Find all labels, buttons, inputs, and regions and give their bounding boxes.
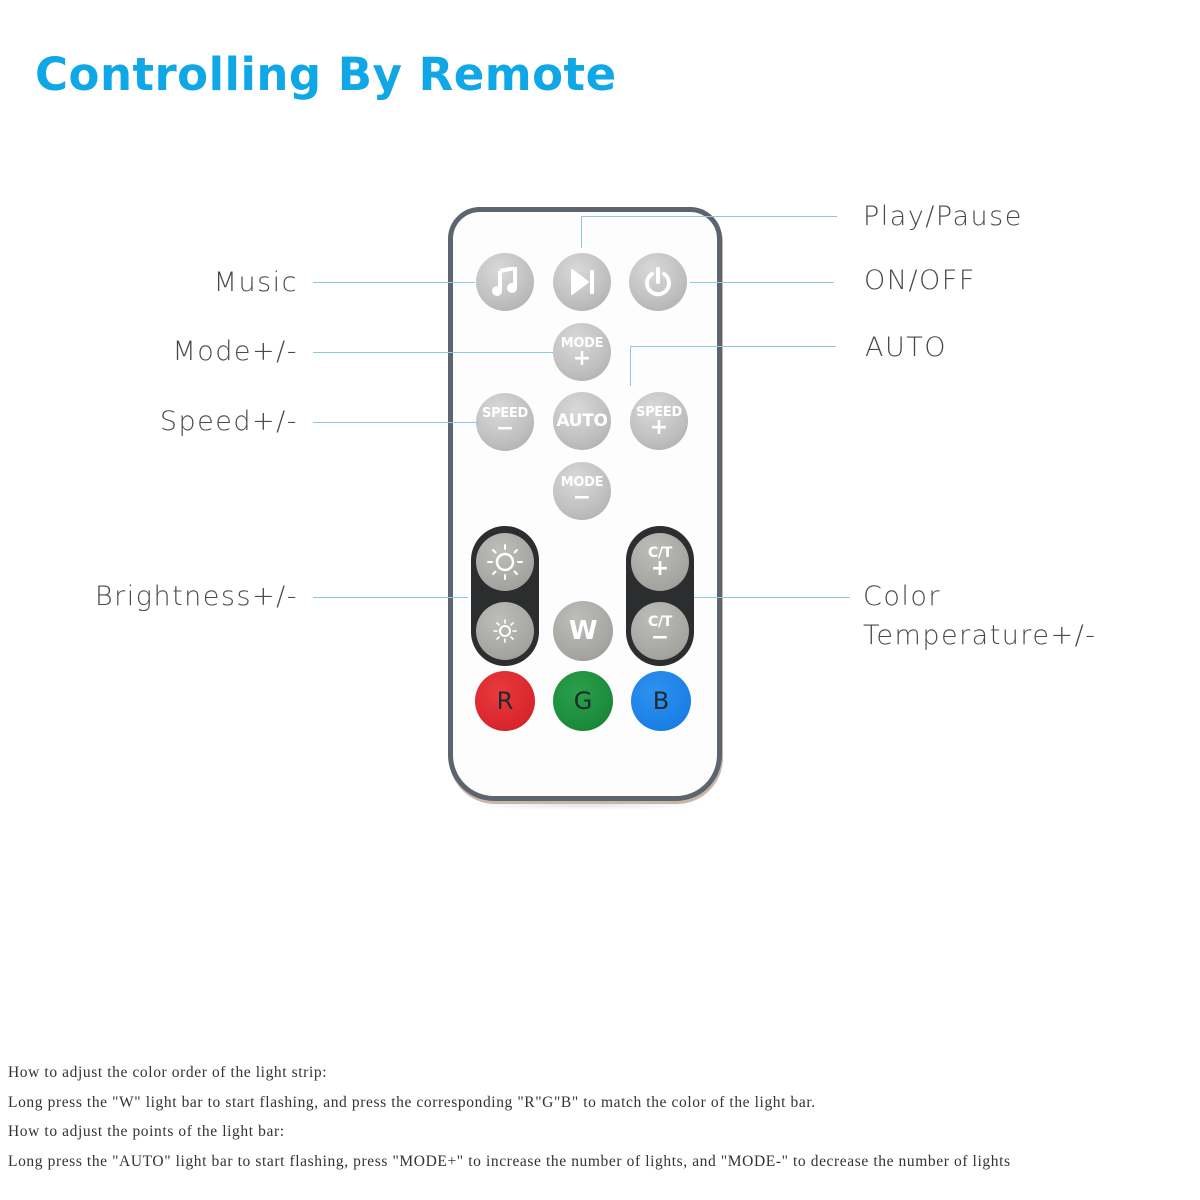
play-pause-button[interactable] <box>553 253 611 311</box>
sun-small-icon <box>493 619 517 643</box>
page-title: Controlling By Remote <box>35 48 617 101</box>
play-next-icon <box>571 269 594 295</box>
mode-minus-label: MODE <box>560 474 604 490</box>
mode-plus-label: MODE <box>560 335 604 351</box>
minus-icon: − <box>495 415 515 441</box>
red-label: R <box>496 687 514 715</box>
label-play-pause: Play/Pause <box>863 201 1023 232</box>
white-button[interactable]: W <box>553 601 613 661</box>
mode-minus-button[interactable]: MODE − <box>553 462 611 520</box>
brightness-plus-button[interactable] <box>476 533 534 591</box>
red-button[interactable]: R <box>475 671 535 731</box>
music-note-icon <box>492 267 517 296</box>
instruction-line: Long press the "W" light bar to start fl… <box>8 1093 816 1111</box>
leader-line-mode <box>313 352 553 353</box>
label-brightness: Brightness+/- <box>94 581 298 612</box>
leader-line-color-temp <box>692 597 850 598</box>
label-mode: Mode+/- <box>172 336 298 367</box>
brightness-minus-button[interactable] <box>476 602 534 660</box>
instructions-block: How to adjust the color order of the lig… <box>8 1058 1011 1176</box>
plus-icon: + <box>649 414 669 440</box>
leader-line-on-off <box>690 282 834 283</box>
sun-large-icon <box>487 544 523 580</box>
leader-line-play-vertical <box>581 216 582 248</box>
color-temp-plus-button[interactable]: C/T + <box>631 533 689 591</box>
ct-plus-label: C/T <box>647 544 673 561</box>
speed-minus-label: SPEED <box>482 405 528 421</box>
label-color-temp-line1: Color <box>863 581 941 612</box>
minus-icon: − <box>650 624 670 650</box>
speed-plus-label: SPEED <box>636 404 682 420</box>
label-on-off: ON/OFF <box>864 265 976 296</box>
white-label: W <box>568 616 598 646</box>
auto-label: AUTO <box>556 410 608 431</box>
leader-line-play <box>581 216 837 217</box>
label-auto: AUTO <box>865 332 947 363</box>
mode-plus-button[interactable]: MODE + <box>553 323 611 381</box>
instruction-line: Long press the "AUTO" light bar to start… <box>8 1152 1011 1170</box>
green-label: G <box>573 687 593 715</box>
leader-line-auto <box>630 346 836 347</box>
color-temp-minus-button[interactable]: C/T − <box>631 602 689 660</box>
minus-icon: − <box>572 484 592 510</box>
power-button[interactable] <box>629 253 687 311</box>
plus-icon: + <box>650 555 670 581</box>
label-music: Music <box>213 267 298 298</box>
label-color-temp-line2: Temperature+/- <box>863 620 1097 651</box>
label-speed: Speed+/- <box>159 406 298 437</box>
leader-line-auto-vertical <box>630 346 631 386</box>
leader-line-brightness <box>313 597 468 598</box>
speed-minus-button[interactable]: SPEED − <box>476 393 534 451</box>
instruction-line: How to adjust the points of the light ba… <box>8 1123 285 1140</box>
instruction-line: How to adjust the color order of the lig… <box>8 1064 328 1081</box>
blue-button[interactable]: B <box>631 671 691 731</box>
speed-plus-button[interactable]: SPEED + <box>630 392 688 450</box>
plus-icon: + <box>572 345 592 371</box>
leader-line-speed <box>313 422 476 423</box>
power-icon <box>645 267 671 297</box>
ct-minus-label: C/T <box>647 613 673 630</box>
auto-button[interactable]: AUTO <box>553 392 611 450</box>
green-button[interactable]: G <box>553 671 613 731</box>
music-button[interactable] <box>476 253 534 311</box>
leader-line-music <box>313 282 475 283</box>
remote-shadow <box>470 800 700 810</box>
blue-label: B <box>652 687 670 715</box>
